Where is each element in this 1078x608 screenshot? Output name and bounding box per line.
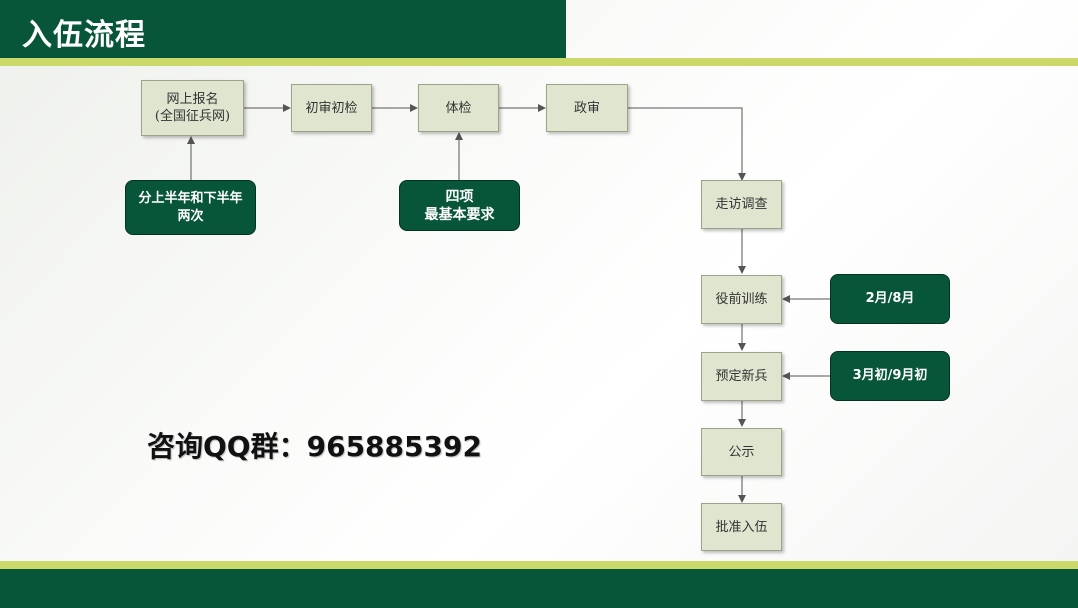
bottom-accent-line [0,561,1078,569]
contact-qq-group: 咨询QQ群：965885392 [147,430,482,463]
page-title: 入伍流程 [22,18,146,53]
step-preliminary-check: 初审初检 [291,84,372,132]
footer-bar [0,569,1078,608]
note-early-march-september: 3月初/9月初 [830,351,950,401]
title-bar: 入伍流程 [0,0,566,58]
note-february-august: 2月/8月 [830,274,950,324]
step-preset-recruit: 预定新兵 [701,352,782,401]
step-approve-enlistment: 批准入伍 [701,503,782,551]
step-home-visit: 走访调查 [701,180,782,229]
note-half-year: 分上半年和下半年 两次 [125,180,256,235]
note-four-requirements: 四项 最基本要求 [399,180,520,231]
step-physical-exam: 体检 [418,84,499,132]
arrow-political-to-visit [628,107,746,181]
step-political-review: 政审 [546,84,628,132]
step-pre-service-training: 役前训练 [701,275,782,324]
step-online-registration: 网上报名 (全国征兵网) [141,80,244,136]
step-publicity: 公示 [701,428,782,476]
top-accent-line [0,58,1078,66]
